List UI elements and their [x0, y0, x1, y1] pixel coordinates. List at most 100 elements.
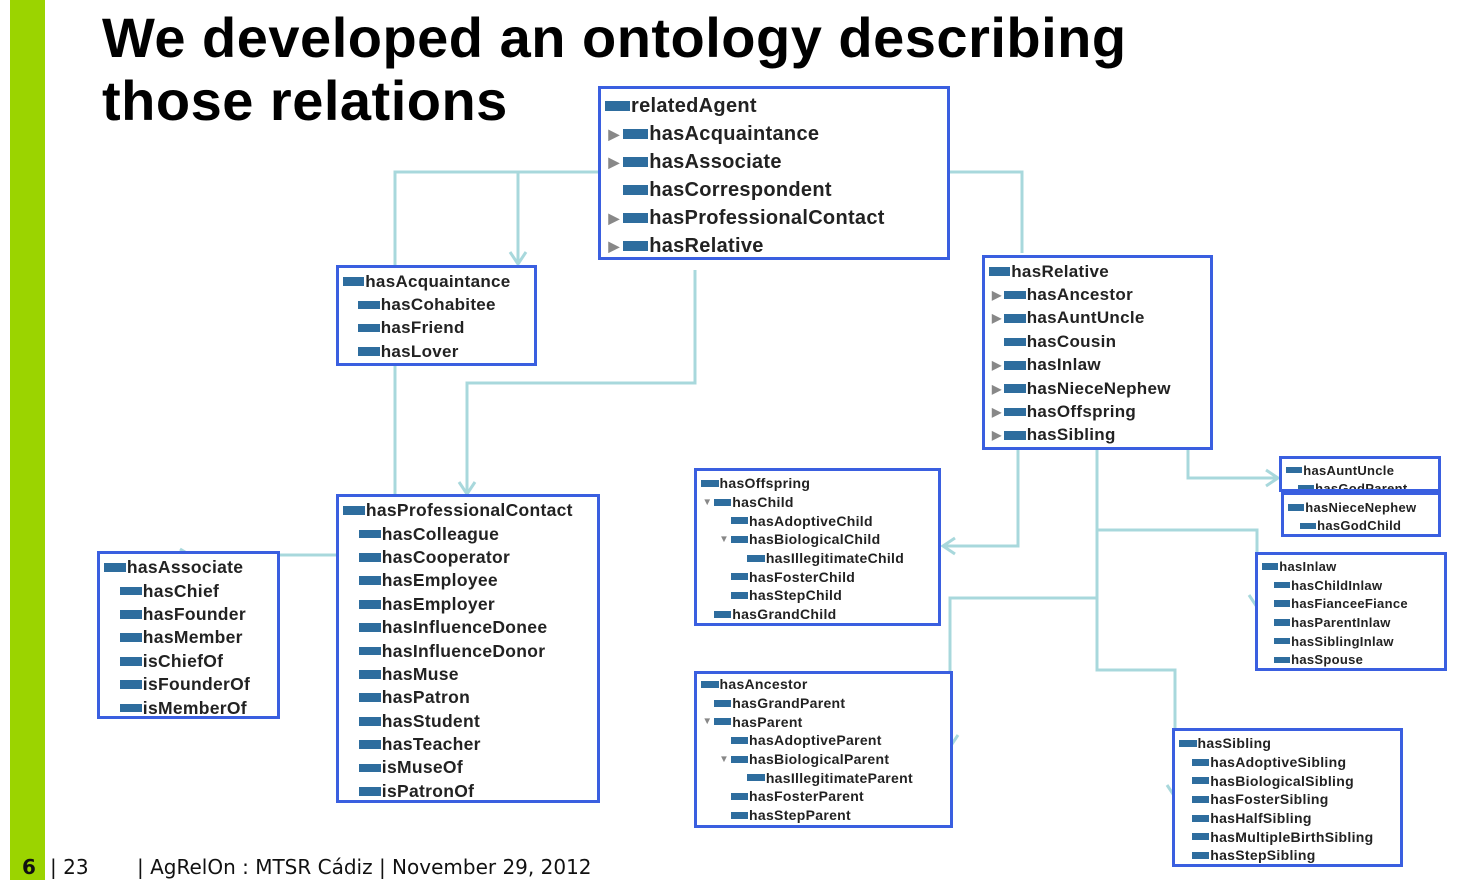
collapse-triangle-icon[interactable]: ▶: [992, 405, 1002, 420]
tree-item[interactable]: ▶isFounderOf: [100, 673, 277, 696]
tree-item[interactable]: ▶hasGrandParent: [697, 694, 950, 713]
tree-item-label: hasChief: [142, 580, 220, 601]
tree-item[interactable]: ▶hasCohabitee: [339, 293, 534, 316]
tree-item[interactable]: ▶hasHalfSibling: [1175, 809, 1400, 828]
tree-item[interactable]: ▶hasAcquaintance: [601, 120, 947, 148]
collapse-triangle-icon[interactable]: ▶: [992, 428, 1002, 443]
tree-item[interactable]: ▶hasFosterParent: [697, 787, 950, 806]
tree-item[interactable]: ▶hasFosterChild: [697, 567, 938, 586]
expand-triangle-icon[interactable]: ▼: [719, 753, 730, 765]
collapse-triangle-icon[interactable]: ▶: [608, 209, 620, 226]
tree-item[interactable]: ▶hasStepSibling: [1175, 846, 1400, 864]
tree-item[interactable]: ▶hasBiologicalSibling: [1175, 771, 1400, 790]
tree-item[interactable]: ▶hasInfluenceDonor: [339, 639, 597, 662]
tree-item-label: hasSpouse: [1291, 652, 1364, 668]
tree-item[interactable]: ▶hasStudent: [339, 710, 597, 733]
tree-item[interactable]: ▶hasAncestor: [985, 283, 1210, 306]
tree-item-label: hasAcquaintance: [365, 271, 511, 291]
tree-item[interactable]: ▶hasFounder: [100, 603, 277, 626]
tree-item[interactable]: ▶hasMultipleBirthSibling: [1175, 827, 1400, 846]
property-icon: [1191, 814, 1210, 822]
tree-item[interactable]: ▶hasGrandChild: [697, 605, 938, 623]
tree-item[interactable]: ▼hasParent: [697, 712, 950, 731]
tree-item[interactable]: ▶hasInfluenceDonee: [339, 616, 597, 639]
tree-item[interactable]: hasAuntUncle: [1282, 461, 1438, 479]
tree-item[interactable]: hasInlaw: [1258, 557, 1444, 576]
tree-item[interactable]: hasOffspring: [697, 474, 938, 493]
property-icon: [119, 656, 142, 666]
tree-item[interactable]: hasNieceNephew: [1284, 498, 1438, 517]
arrowhead: [508, 251, 528, 267]
tree-item[interactable]: ▶hasAdoptiveChild: [697, 511, 938, 530]
tree-item[interactable]: ▶hasCorrespondent: [601, 176, 947, 204]
tree-item[interactable]: ▼hasChild: [697, 493, 938, 512]
tree-item[interactable]: ▶hasEmployer: [339, 593, 597, 616]
tree-item-label: hasMuse: [381, 663, 459, 684]
tree-item[interactable]: ▶hasAdoptiveParent: [697, 731, 950, 750]
tree-item[interactable]: ▶isMemberOf: [100, 696, 277, 716]
tree-item[interactable]: ▶hasEmployee: [339, 569, 597, 592]
expand-triangle-icon[interactable]: ▼: [702, 716, 713, 728]
tree-item[interactable]: hasProfessionalContact: [339, 499, 597, 522]
collapse-triangle-icon[interactable]: ▶: [992, 358, 1002, 373]
tree-item[interactable]: ▶hasChief: [100, 579, 277, 602]
tree-item[interactable]: ▶hasStepChild: [697, 586, 938, 605]
tree-item[interactable]: hasAcquaintance: [339, 270, 534, 293]
tree-item[interactable]: hasRelative: [985, 260, 1210, 283]
tree-item[interactable]: ▶hasMuse: [339, 663, 597, 686]
tree-item-label: hasAdoptiveParent: [749, 732, 882, 749]
tree-item[interactable]: hasAssociate: [100, 556, 277, 579]
tree-item[interactable]: ▶hasFosterSibling: [1175, 790, 1400, 809]
tree-item[interactable]: ▶hasCousin: [985, 330, 1210, 353]
tree-item[interactable]: ▶hasCooperator: [339, 546, 597, 569]
collapse-triangle-icon[interactable]: ▶: [992, 288, 1002, 303]
collapse-triangle-icon[interactable]: ▶: [608, 125, 620, 142]
tree-item[interactable]: ▶hasProfessionalContact: [601, 204, 947, 232]
tree-item[interactable]: ▶hasRelative: [601, 232, 947, 257]
tree-item[interactable]: ▶hasInlaw: [985, 354, 1210, 377]
expand-triangle-icon[interactable]: ▼: [702, 496, 713, 508]
tree-item[interactable]: ▶hasGodParent: [1282, 479, 1438, 489]
collapse-triangle-icon[interactable]: ▶: [608, 153, 620, 170]
tree-item[interactable]: ▼hasBiologicalParent: [697, 750, 950, 769]
tree-item[interactable]: ▶hasIllegitimateParent: [697, 768, 950, 787]
tree-item[interactable]: ▶isChiefOf: [100, 650, 277, 673]
tree-item[interactable]: ▼hasBiologicalChild: [697, 530, 938, 549]
tree-item[interactable]: ▶isPatronOf: [339, 780, 597, 800]
property-icon: [1004, 384, 1026, 393]
tree-item[interactable]: ▶hasLover: [339, 340, 534, 363]
tree-item[interactable]: ▶hasFriend: [339, 317, 534, 340]
tree-item[interactable]: ▶isMuseOf: [339, 756, 597, 779]
tree-item[interactable]: ▶hasTeacher: [339, 733, 597, 756]
tree-item[interactable]: ▶hasPatron: [339, 686, 597, 709]
tree-item-label: hasChildInlaw: [1291, 577, 1383, 593]
collapse-triangle-icon[interactable]: ▶: [992, 311, 1002, 326]
tree-item[interactable]: ▶hasIllegitimateChild: [697, 549, 938, 568]
tree-item[interactable]: ▶hasFianceeFiance: [1258, 594, 1444, 613]
property-icon: [1262, 563, 1279, 570]
tree-item[interactable]: ▶hasChildInlaw: [1258, 576, 1444, 595]
tree-item[interactable]: ▶hasColleague: [339, 522, 597, 545]
tree-item[interactable]: hasSibling: [1175, 734, 1400, 753]
expand-triangle-icon[interactable]: ▼: [719, 533, 730, 545]
tree-item[interactable]: ▶hasSibling: [985, 424, 1210, 447]
collapse-triangle-icon[interactable]: ▶: [992, 381, 1002, 396]
tree-item[interactable]: ▶hasAdoptiveSibling: [1175, 753, 1400, 772]
tree-item[interactable]: ▶hasGodChild: [1284, 517, 1438, 535]
tree-item-label: hasAncestor: [719, 676, 808, 693]
tree-item[interactable]: ▶hasAssociate: [601, 148, 947, 176]
tree-item[interactable]: ▶hasAuntUncle: [985, 307, 1210, 330]
tree-item[interactable]: ▶hasStepParent: [697, 806, 950, 825]
tree-item[interactable]: relatedAgent: [601, 92, 947, 120]
collapse-triangle-icon[interactable]: ▶: [608, 237, 620, 254]
tree-item[interactable]: ▶hasMember: [100, 626, 277, 649]
tree-item[interactable]: hasAncestor: [697, 675, 950, 694]
property-icon: [358, 670, 381, 679]
tree-item[interactable]: ▶hasSpouse: [1258, 650, 1444, 668]
property-icon: [358, 646, 381, 656]
tree-item-label: hasCorrespondent: [649, 178, 832, 201]
tree-item[interactable]: ▶hasNieceNephew: [985, 377, 1210, 400]
tree-item[interactable]: ▶hasSiblingInlaw: [1258, 632, 1444, 651]
tree-item[interactable]: ▶hasOffspring: [985, 400, 1210, 423]
tree-item[interactable]: ▶hasParentInlaw: [1258, 613, 1444, 632]
